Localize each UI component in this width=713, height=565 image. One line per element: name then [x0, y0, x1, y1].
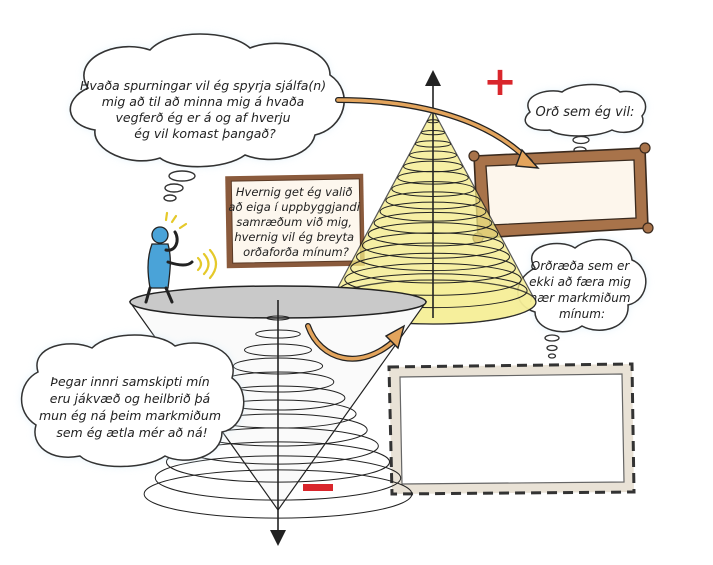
affirmation-line: sem ég ætla mér að ná!: [56, 425, 207, 440]
question-line: vegferð ég er á og af hverju: [115, 110, 290, 125]
unhelpful-line: ekki að færa mig: [529, 275, 631, 289]
arrow-to-frame: [335, 97, 540, 169]
question-bubble-top-left: Hvaða spurningar vil ég spyrja sjálfa(n)…: [69, 33, 345, 202]
question-bubble-text: Hvaða spurningar vil ég spyrja sjálfa(n)…: [80, 78, 330, 141]
question-line: ég vil komast þangað?: [134, 126, 276, 141]
thinking-person-icon: [144, 226, 194, 304]
affirmation-bubble: Þegar innri samskipti mín eru jákvæð og …: [20, 334, 245, 468]
unhelpful-talk-bubble: Orðræða sem er ekki að færa mig nær mark…: [517, 238, 647, 359]
card-line: samræðum við mig,: [236, 215, 352, 229]
question-line: mig að til að minna mig á hvaða: [102, 94, 305, 109]
card-text: Hvernig get ég valið að eiga í uppbyggja…: [228, 185, 363, 259]
words-wanted-bubble: Orð sem ég vil:: [524, 83, 647, 161]
card-line: Hvernig get ég valið: [236, 185, 353, 199]
question-card: Hvernig get ég valið að eiga í uppbyggja…: [225, 173, 365, 269]
words-wanted-label: Orð sem ég vil:: [536, 105, 635, 120]
unhelpful-talk-text: Orðræða sem er ekki að færa mig nær mark…: [529, 259, 635, 321]
wanted-words-frame: [468, 142, 654, 244]
plus-symbol: +: [483, 59, 517, 105]
affirmation-text: Þegar innri samskipti mín eru jákvæð og …: [39, 374, 225, 440]
question-line: Hvaða spurningar vil ég spyrja sjálfa(n): [80, 78, 326, 93]
minus-symbol-label: −: [318, 491, 319, 493]
sound-waves-icon: [164, 211, 218, 280]
unhelpful-line: Orðræða sem er: [531, 259, 631, 273]
affirmation-line: mun ég ná þeim markmiðum: [39, 408, 221, 423]
unhelpful-line: mínum:: [559, 307, 605, 321]
unwanted-words-frame: [387, 362, 636, 496]
unhelpful-line: nær markmiðum: [530, 291, 631, 305]
card-line: orðaforða mínum?: [243, 245, 349, 259]
card-line: að eiga í uppbyggjandi: [228, 200, 360, 214]
arrow-from-bottom-up: [305, 323, 406, 362]
minus-symbol: [303, 484, 333, 491]
card-line: hvernig vil ég breyta: [234, 230, 354, 244]
affirmation-line: Þegar innri samskipti mín: [50, 374, 209, 389]
affirmation-line: eru jákvæð og heilbrið þá: [50, 391, 211, 406]
